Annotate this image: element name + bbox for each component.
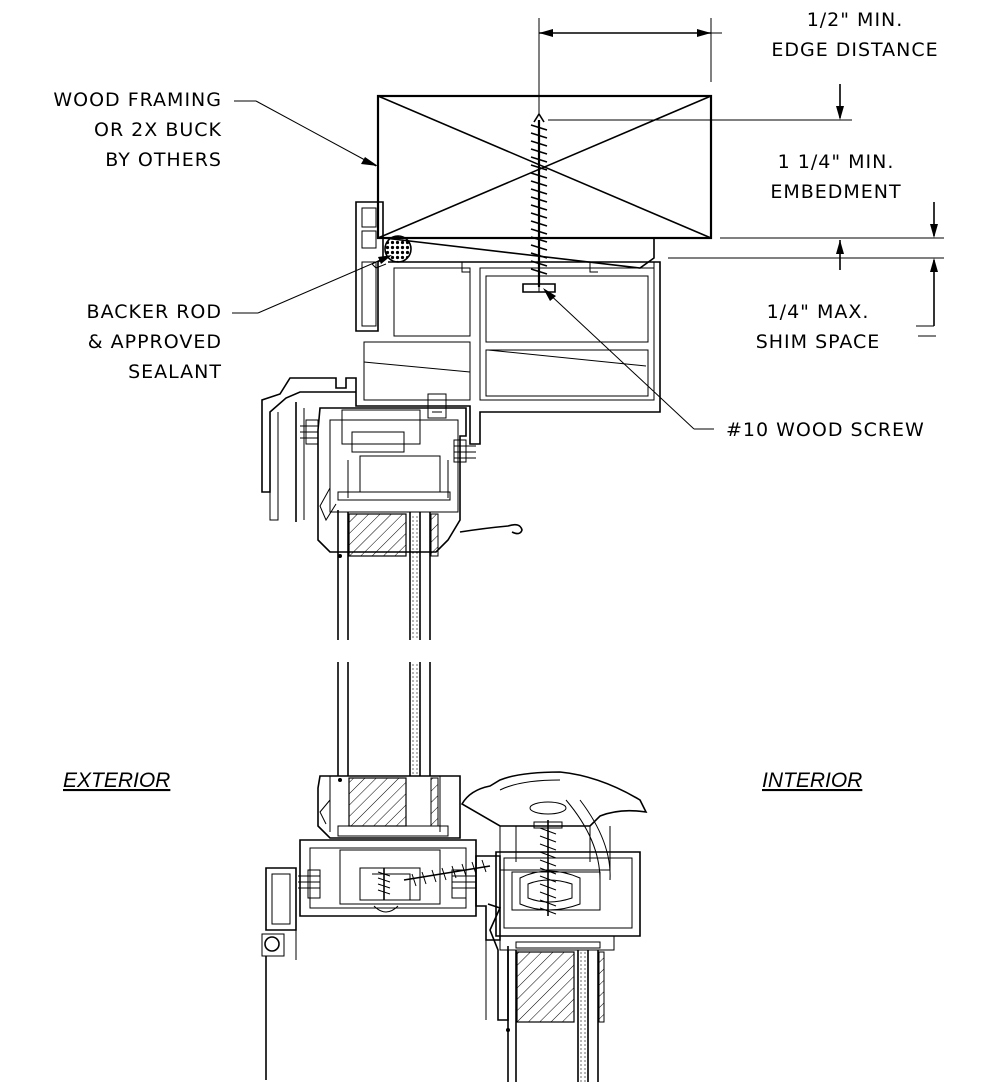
wood-framing-label-3: BY OTHERS <box>105 149 222 171</box>
upper-sash <box>300 393 523 553</box>
shim-space-label-2: SHIM SPACE <box>756 331 881 353</box>
wood-screw <box>522 112 556 293</box>
leader-wood-framing <box>234 100 378 167</box>
leader-wood-screw <box>543 288 714 430</box>
leader-backer-rod <box>232 255 392 314</box>
edge-distance-label-1: 1/2" MIN. <box>807 9 904 31</box>
embedment-label-1: 1 1/4" MIN. <box>778 151 895 173</box>
screen-frame <box>261 867 297 1080</box>
wood-screw-label: #10 WOOD SCREW <box>726 419 925 441</box>
dim-embedment <box>548 84 944 239</box>
backer-rod-label-1: BACKER ROD <box>87 301 222 323</box>
shim-space-label-1: 1/4" MAX. <box>767 301 870 323</box>
dim-shim-space <box>668 240 944 337</box>
upper-glass <box>337 510 439 640</box>
wood-framing-label-1: WOOD FRAMING <box>53 89 222 111</box>
wood-framing-label-2: OR 2X BUCK <box>94 119 222 141</box>
dim-edge-distance <box>538 18 722 114</box>
glass-continuation <box>337 662 431 776</box>
backer-rod-label-2: & APPROVED <box>88 331 222 353</box>
edge-distance-label-2: EDGE DISTANCE <box>771 39 938 61</box>
exterior-label: EXTERIOR <box>63 769 170 792</box>
head-frame <box>261 201 661 522</box>
lower-glass <box>506 950 605 1082</box>
sash-lock <box>460 771 648 916</box>
backer-rod <box>371 235 412 269</box>
interior-label: INTERIOR <box>762 769 862 792</box>
backer-rod-label-3: SEALANT <box>128 361 222 383</box>
shim <box>383 237 655 269</box>
embedment-label-2: EMBEDMENT <box>770 181 901 203</box>
meeting-rail-sash <box>298 775 491 917</box>
